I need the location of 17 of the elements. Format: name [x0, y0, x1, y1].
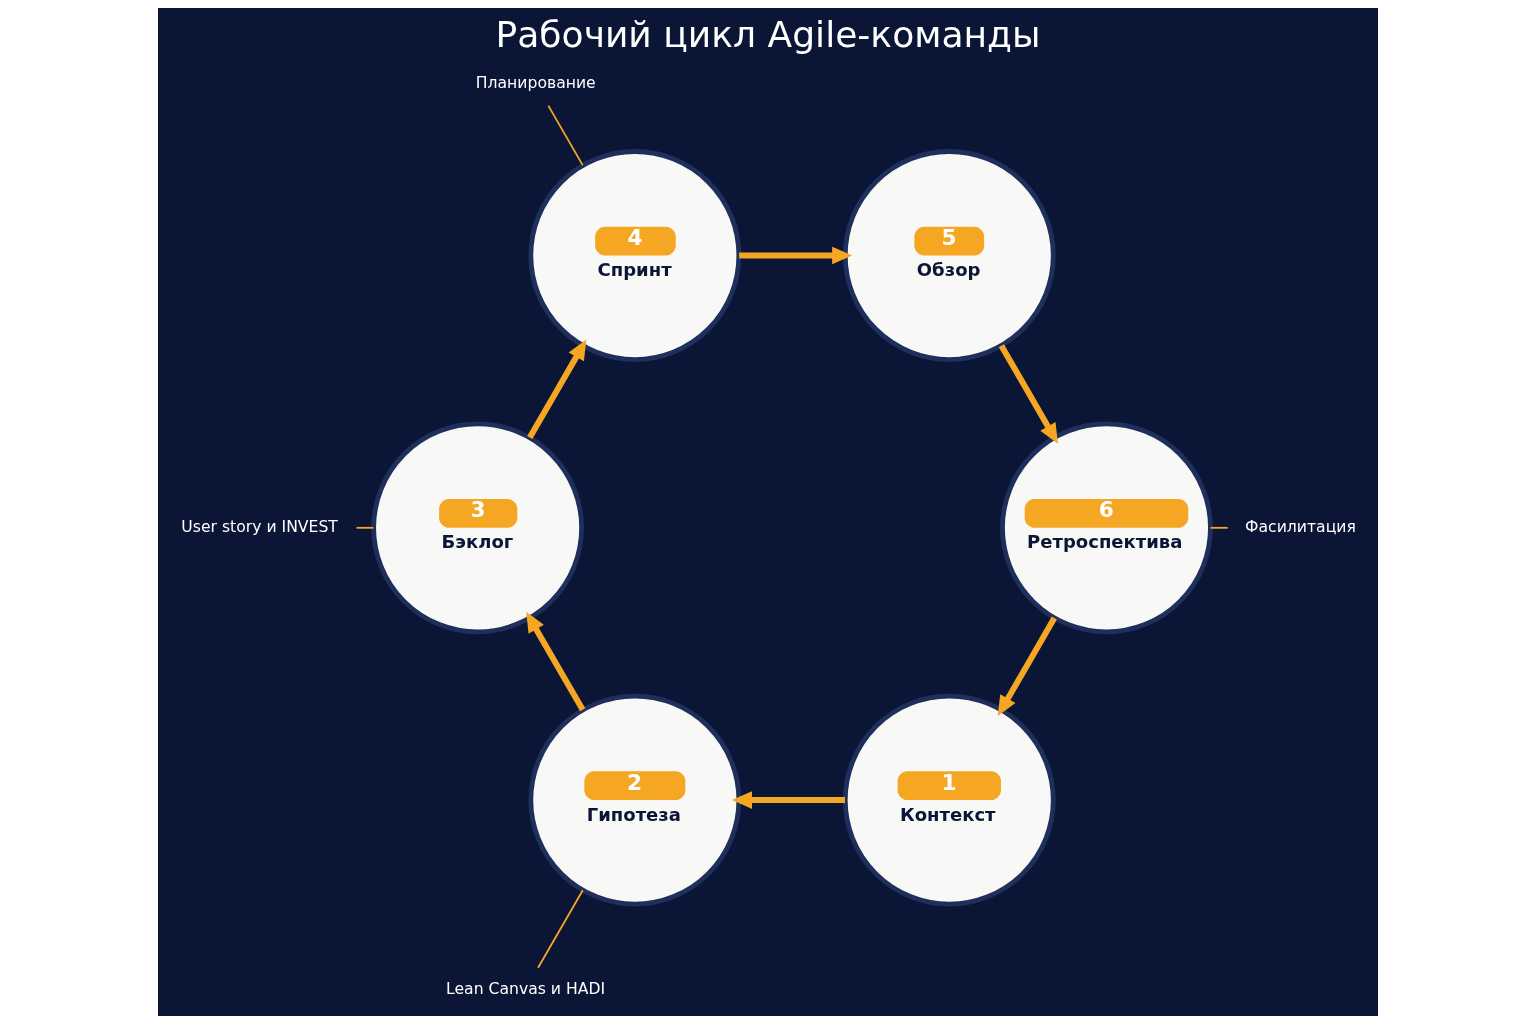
node-text: User story и INVEST: [181, 516, 338, 536]
node-circle: 5 Обзор: [842, 149, 1056, 362]
arrow: [527, 339, 587, 439]
node-text: Фасилитация: [1245, 516, 1356, 536]
connector: [537, 889, 584, 969]
diagram-title: Рабочий цикл Agile-команды: [495, 13, 1041, 56]
node-text: Планирование: [475, 72, 596, 92]
connector: [1209, 526, 1229, 529]
arrow: [998, 344, 1058, 444]
arrow: [731, 791, 845, 809]
node-circle: 2 Гипотеза: [528, 693, 742, 907]
connector: [355, 526, 375, 529]
connector: [547, 104, 584, 167]
arrow: [997, 616, 1057, 717]
arrow: [739, 246, 853, 265]
arrow: [526, 611, 586, 712]
node-text: Lean Canvas и HADI: [446, 978, 606, 998]
